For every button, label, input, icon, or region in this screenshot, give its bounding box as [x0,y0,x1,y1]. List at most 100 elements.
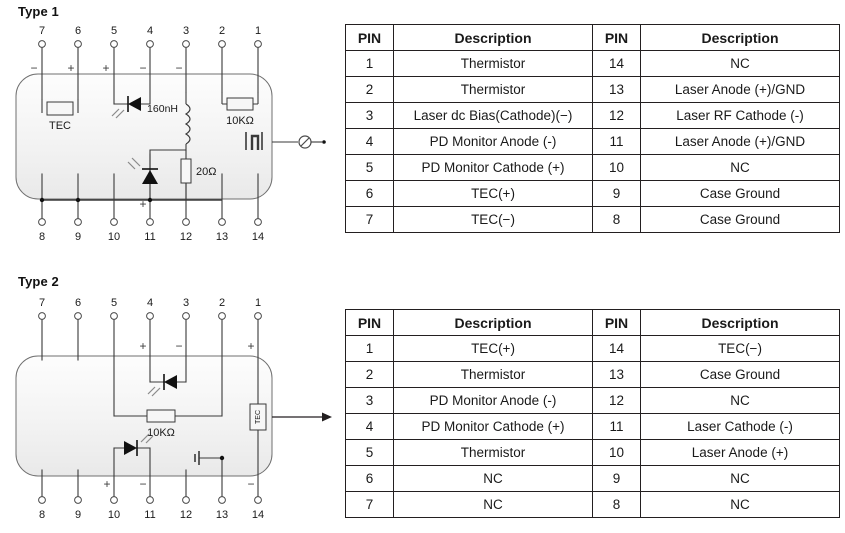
type-2-heading: Type 2 [18,274,59,289]
polarity-bottom-14: − [247,477,254,491]
pin-terminal-14 [254,496,262,504]
pin-terminal-9 [74,218,82,226]
header-desc-right: Description [640,24,840,51]
cell-pin-left: 4 [345,128,394,155]
tec-label: TEC [255,410,262,424]
polarity-bottom-11: − [139,477,146,491]
laser-diode [111,96,150,119]
header-pin-left: PIN [345,24,394,51]
pin-terminal-10 [110,218,118,226]
pin-terminal-8 [38,496,46,504]
pin-terminal-1 [254,312,262,320]
cell-pin-left: 4 [345,413,394,440]
cell-pin-right: 11 [592,128,641,155]
cell-pin-left: 2 [345,361,394,388]
pin-label-12: 12 [180,231,192,243]
tec-element: TEC [249,403,267,431]
cell-desc-left: Thermistor [393,76,593,103]
header-pin-right: PIN [592,309,641,336]
cell-pin-left: 2 [345,76,394,103]
pin-terminal-9 [74,496,82,504]
cell-pin-left: 7 [345,491,394,518]
fiber-output-connector [272,135,326,149]
table-row: 4 PD Monitor Anode (-) 11 Laser Anode (+… [345,128,840,155]
cell-desc-right: NC [640,387,840,414]
cell-pin-right: 14 [592,50,641,77]
table-row: 3 PD Monitor Anode (-) 12 NC [345,387,840,414]
cell-desc-left: PD Monitor Cathode (+) [393,413,593,440]
cell-pin-right: 13 [592,361,641,388]
pin-label-5: 5 [111,25,117,37]
cell-pin-right: 12 [592,387,641,414]
type-1-schematic-diagram: 7 6 5 4 3 2 1 8 9 10 11 12 13 14 − + + − [0,14,340,244]
cell-desc-right: Case Ground [640,361,840,388]
cell-pin-left: 3 [345,102,394,129]
inductor-160nh: 160nH [147,92,191,159]
cell-pin-left: 5 [345,439,394,466]
optical-isolator-icon [245,132,263,150]
cell-desc-right: Laser RF Cathode (-) [640,102,840,129]
cell-pin-right: 9 [592,465,641,492]
pin-label-4: 4 [147,297,153,309]
polarity-bottom-10: + [103,477,110,491]
pin-label-2: 2 [219,25,225,37]
pin-label-8: 8 [39,509,45,521]
pin-label-13: 13 [216,509,228,521]
pin-terminal-7 [38,40,46,48]
photodiode-monitor [147,374,186,397]
pin-terminal-13 [218,496,226,504]
pin-terminal-11 [146,218,154,226]
cell-desc-right: Laser Anode (+)/GND [640,76,840,103]
pin-label-1: 1 [255,297,261,309]
cell-desc-left: Laser dc Bias(Cathode)(−) [393,102,593,129]
pin-terminal-14 [254,218,262,226]
table-row: 3 Laser dc Bias(Cathode)(−) 12 Laser RF … [345,102,840,129]
cell-pin-left: 3 [345,387,394,414]
resistor-20ohm-label: 20Ω [196,166,216,178]
polarity-top-3: − [175,61,182,75]
pin-label-3: 3 [183,25,189,37]
cell-desc-left: PD Monitor Cathode (+) [393,154,593,181]
cell-desc-left: TEC(+) [393,180,593,207]
pin-terminal-5 [110,312,118,320]
polarity-bottom-11: + [139,197,146,211]
cell-pin-left: 1 [345,335,394,362]
tec-element: TEC [41,99,79,132]
pin-label-7: 7 [39,25,45,37]
cell-desc-left: TEC(−) [393,206,593,233]
cell-pin-left: 1 [345,50,394,77]
table-row: 7 NC 8 NC [345,491,840,518]
cell-desc-left: PD Monitor Anode (-) [393,128,593,155]
table-header-row: PIN Description PIN Description [345,24,840,51]
cell-desc-right: Laser Anode (+)/GND [640,128,840,155]
cell-desc-right: Laser Cathode (-) [640,413,840,440]
thermistor-label: 10KΩ [226,115,254,127]
pin-terminal-12 [182,496,190,504]
thermistor-10k: 10KΩ [114,409,222,439]
type-1-heading: Type 1 [18,4,59,19]
pin-label-14: 14 [252,231,264,243]
pin-terminal-11 [146,496,154,504]
pin-label-5: 5 [111,297,117,309]
type-2-schematic-diagram: 7 6 5 4 3 2 1 8 9 10 11 12 13 14 + − + + [0,288,340,528]
table-row: 5 Thermistor 10 Laser Anode (+) [345,439,840,466]
table-row: 1 TEC(+) 14 TEC(−) [345,335,840,362]
pin-label-1: 1 [255,25,261,37]
pin-label-3: 3 [183,297,189,309]
pin-terminal-8 [38,218,46,226]
thermistor-label: 10KΩ [147,427,175,439]
pin-terminal-3 [182,312,190,320]
cell-desc-left: PD Monitor Anode (-) [393,387,593,414]
cell-desc-right: NC [640,491,840,518]
cell-desc-right: NC [640,154,840,181]
pin-label-4: 4 [147,25,153,37]
cell-desc-right: TEC(−) [640,335,840,362]
cell-pin-right: 10 [592,154,641,181]
table-row: 2 Thermistor 13 Case Ground [345,361,840,388]
table-row: 5 PD Monitor Cathode (+) 10 NC [345,154,840,181]
polarity-top-3: − [175,339,182,353]
header-pin-right: PIN [592,24,641,51]
pin-label-7: 7 [39,297,45,309]
photodiode-monitor [127,157,158,200]
